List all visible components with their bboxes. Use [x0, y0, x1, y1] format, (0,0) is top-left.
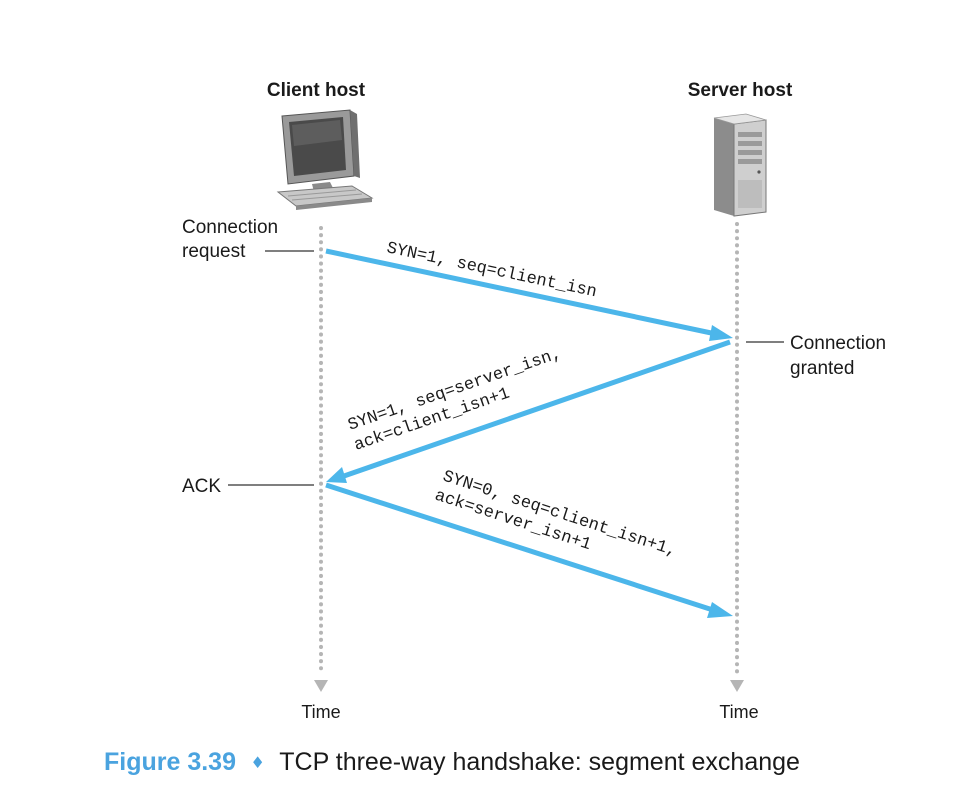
server-time-label: Time	[719, 702, 758, 722]
client-time-arrow	[314, 680, 328, 692]
connection-granted-label-line1: Connection	[790, 333, 886, 354]
connection-request-label-line1: Connection	[182, 217, 278, 238]
server-host-title: Server host	[688, 80, 793, 101]
client-host-title: Client host	[267, 80, 366, 101]
server-tower-icon	[713, 113, 767, 217]
server-time-arrow	[730, 680, 744, 692]
connection-request-label-line2: request	[182, 241, 246, 262]
figure-caption-text: TCP three-way handshake: segment exchang…	[279, 748, 800, 776]
figure-number: Figure 3.39	[104, 748, 236, 776]
caption-diamond-icon: ♦	[250, 753, 264, 772]
ack-message-arrow	[325, 482, 733, 618]
syn-message-arrow	[325, 248, 733, 341]
synack-message-arrow	[326, 339, 731, 483]
desktop-computer-icon	[276, 109, 374, 210]
client-time-label: Time	[301, 702, 340, 722]
ack-label: ACK	[182, 476, 221, 497]
connection-granted-label-line2: granted	[790, 358, 854, 379]
figure-caption: Figure 3.39 ♦ TCP three-way handshake: s…	[104, 748, 800, 776]
